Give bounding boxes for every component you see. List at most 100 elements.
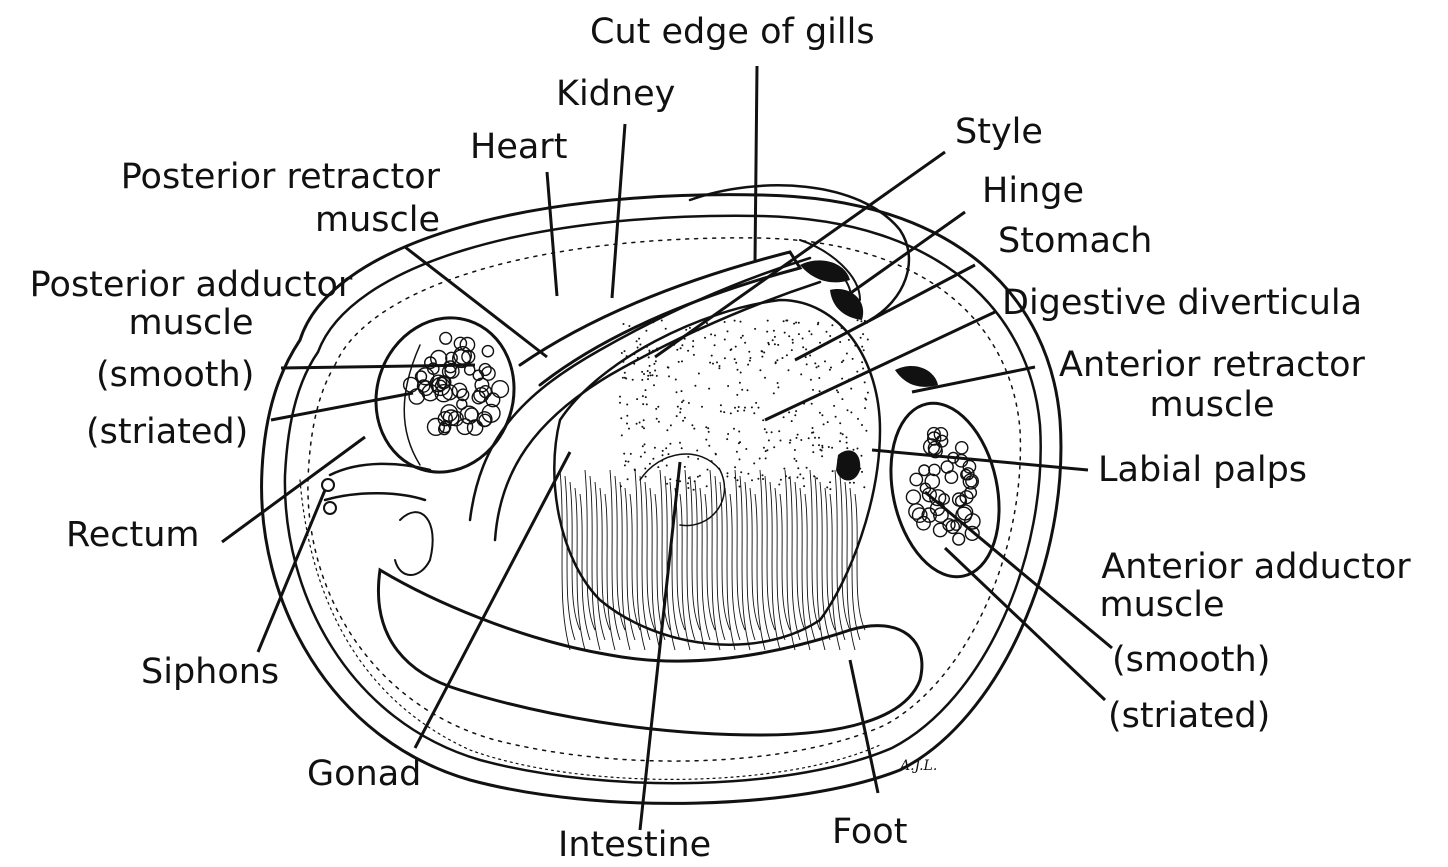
stipple-dot <box>786 354 788 356</box>
stipple-dot <box>698 373 700 375</box>
stipple-dot <box>802 477 804 479</box>
stipple-dot <box>740 372 742 374</box>
stipple-dot <box>706 485 708 487</box>
stipple-dot <box>681 344 683 346</box>
stipple-dot <box>766 431 768 433</box>
stipple-dot <box>739 458 741 460</box>
stipple-dot <box>739 486 741 488</box>
stipple-dot <box>661 320 663 322</box>
stipple-dot <box>841 378 843 380</box>
stipple-dot <box>778 430 780 432</box>
stipple-dot <box>693 428 695 430</box>
stipple-dot <box>816 366 818 368</box>
stipple-dot <box>692 346 694 348</box>
stipple-dot <box>821 450 823 452</box>
stipple-dot <box>777 382 779 384</box>
stipple-dot <box>860 320 862 322</box>
stipple-dot <box>644 468 646 470</box>
stipple-dot <box>808 437 810 439</box>
stipple-dot <box>711 460 713 462</box>
stipple-dot <box>767 342 769 344</box>
stipple-dot <box>701 406 703 408</box>
stipple-dot <box>849 482 851 484</box>
stipple-dot <box>736 451 738 453</box>
striation-line <box>830 494 840 650</box>
striation-line <box>810 470 820 630</box>
stipple-dot <box>630 453 632 455</box>
stipple-dot <box>861 455 863 457</box>
stipple-dot <box>773 330 775 332</box>
stipple-dot <box>723 411 725 413</box>
stipple-dot <box>621 434 623 436</box>
striation-line <box>695 482 705 650</box>
stipple-dot <box>751 479 753 481</box>
stipple-dot <box>792 339 794 341</box>
muscle-cell <box>925 474 939 488</box>
stipple-dot <box>711 355 713 357</box>
stipple-dot <box>730 412 732 414</box>
stipple-dot <box>794 458 796 460</box>
stipple-dot <box>788 335 790 337</box>
stipple-dot <box>655 360 657 362</box>
stipple-dot <box>655 408 657 410</box>
stipple-dot <box>824 360 826 362</box>
stipple-dot <box>727 433 729 435</box>
stipple-dot <box>676 349 678 351</box>
stipple-dot <box>654 447 656 449</box>
stipple-dot <box>646 354 648 356</box>
stipple-dot <box>624 464 626 466</box>
stipple-dot <box>766 449 768 451</box>
stipple-dot <box>666 465 668 467</box>
stipple-dot <box>719 365 721 367</box>
stipple-dot <box>839 422 841 424</box>
stipple-dot <box>666 483 668 485</box>
stipple-dot <box>649 365 651 367</box>
stipple-dot <box>669 443 671 445</box>
stipple-dot <box>739 382 741 384</box>
stipple-dot <box>740 471 742 473</box>
stipple-dot <box>759 458 761 460</box>
stipple-dot <box>796 437 798 439</box>
stipple-dot <box>861 471 863 473</box>
stipple-dot <box>715 453 717 455</box>
stipple-dot <box>734 407 736 409</box>
stipple-dot <box>727 472 729 474</box>
stipple-dot <box>720 404 722 406</box>
stipple-dot <box>822 447 824 449</box>
stipple-dot <box>829 481 831 483</box>
stipple-dot <box>619 402 621 404</box>
stipple-dot <box>791 349 793 351</box>
stipple-dot <box>639 422 641 424</box>
label-heart: Heart <box>470 130 567 165</box>
muscle-cell <box>913 508 927 522</box>
stipple-dot <box>744 407 746 409</box>
stipple-dot <box>652 321 654 323</box>
stipple-dot <box>624 372 626 374</box>
stipple-dot <box>814 437 816 439</box>
label-anterior-adductor-smooth: (smooth) <box>1112 643 1270 678</box>
stipple-dot <box>857 319 859 321</box>
muscle-cell <box>465 408 478 421</box>
stipple-dot <box>785 320 787 322</box>
stipple-dot <box>645 389 647 391</box>
stipple-dot <box>758 407 760 409</box>
label-anterior-retractor-line2: muscle <box>1042 388 1382 423</box>
digestive-stipple <box>619 319 869 491</box>
label-gonad: Gonad <box>307 757 421 792</box>
stipple-dot <box>768 439 770 441</box>
stipple-dot <box>665 328 667 330</box>
stipple-dot <box>699 475 701 477</box>
stipple-dot <box>724 339 726 341</box>
stipple-dot <box>778 484 780 486</box>
stipple-dot <box>811 403 813 405</box>
stipple-dot <box>735 362 737 364</box>
stipple-dot <box>865 399 867 401</box>
stipple-dot <box>692 340 694 342</box>
stipple-dot <box>747 389 749 391</box>
hinge-region <box>690 185 909 320</box>
stipple-dot <box>668 375 670 377</box>
stipple-dot <box>842 360 844 362</box>
label-siphons: Siphons <box>141 655 279 690</box>
stipple-dot <box>669 478 671 480</box>
stipple-dot <box>836 389 838 391</box>
